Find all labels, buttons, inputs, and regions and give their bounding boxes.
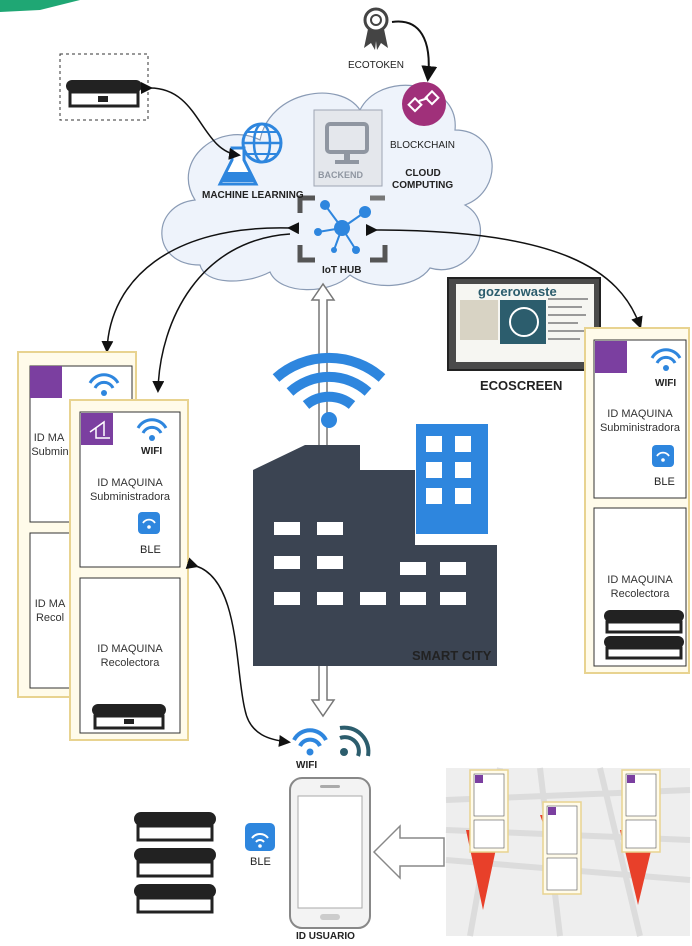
- left-back-id-top-line2: Submin: [31, 446, 69, 458]
- iot-hub-icon: [297, 195, 388, 263]
- right-machine: [584, 327, 690, 674]
- left-wifi-label: WIFI: [141, 446, 163, 457]
- left-id-bottom-line2: Recolectora: [100, 657, 160, 669]
- top-device-box: [59, 53, 149, 121]
- map-to-phone-arrow: [372, 824, 445, 880]
- ecotoken-arrow: [391, 20, 438, 82]
- left-back-id-top-line1: ID MA: [33, 432, 65, 444]
- iot-hub-label: IoT HUB: [322, 265, 362, 276]
- left-back-id-bottom-line2: Recol: [35, 612, 65, 624]
- right-id-top-line1: ID MAQUINA: [607, 408, 673, 420]
- ecoscreen-brand: gozerowaste: [478, 284, 557, 299]
- user-id-label: ID USUARIO: [296, 931, 355, 942]
- right-id-top-line2: Subministradora: [599, 422, 681, 434]
- left-back-id-bottom-line1: ID MA: [34, 598, 66, 610]
- user-wifi-label: WIFI: [296, 760, 318, 771]
- blockchain-label: BLOCKCHAIN: [390, 140, 456, 151]
- left-ble-label: BLE: [140, 544, 161, 556]
- ecoscreen-device: [447, 277, 601, 371]
- user-ble-icon: [245, 823, 275, 851]
- cloud-left-arrow-2: [152, 233, 291, 393]
- left-id-top-line1: ID MAQUINA: [97, 477, 163, 489]
- cloud-left-arrow-1: [101, 222, 300, 353]
- left-id-top-line2: Subministradora: [89, 491, 171, 503]
- city-map: [445, 767, 691, 937]
- ecotoken-label: ECOTOKEN: [348, 60, 404, 71]
- user-wifi-icon: [292, 728, 328, 756]
- right-id-bottom-line2: Recolectora: [610, 588, 670, 600]
- backend-monitor-icon: [313, 109, 383, 187]
- smart-city-label: SMART CITY: [412, 648, 492, 663]
- machine-learning-label: MACHINE LEARNING: [202, 190, 304, 201]
- rss-icon: [339, 725, 371, 757]
- ecoscreen-label: ECOSCREEN: [480, 378, 563, 393]
- machine-learning-icon: [217, 122, 283, 186]
- right-id-bottom-line1: ID MAQUINA: [607, 574, 673, 586]
- smartphone: [289, 777, 371, 929]
- machine-user-arrow: [185, 557, 291, 747]
- right-ble-label: BLE: [654, 476, 675, 488]
- bin-stack: [134, 812, 216, 914]
- left-id-bottom-line1: ID MAQUINA: [97, 643, 163, 655]
- cloud-computing-label-line2: COMPUTING: [392, 180, 454, 191]
- user-ble-label: BLE: [250, 856, 271, 868]
- smart-city-icon: [253, 352, 497, 666]
- backend-label: BACKEND: [318, 170, 363, 180]
- device-ml-arrow: [140, 81, 241, 160]
- blockchain-icon: [402, 82, 446, 126]
- ecotoken-icon: [363, 7, 389, 50]
- cloud-right-arrow: [365, 223, 643, 329]
- right-wifi-label: WIFI: [655, 378, 677, 389]
- corner-accent: [0, 0, 80, 12]
- cloud-computing-label-line1: CLOUD: [405, 168, 441, 179]
- left-machine-front: [69, 399, 189, 741]
